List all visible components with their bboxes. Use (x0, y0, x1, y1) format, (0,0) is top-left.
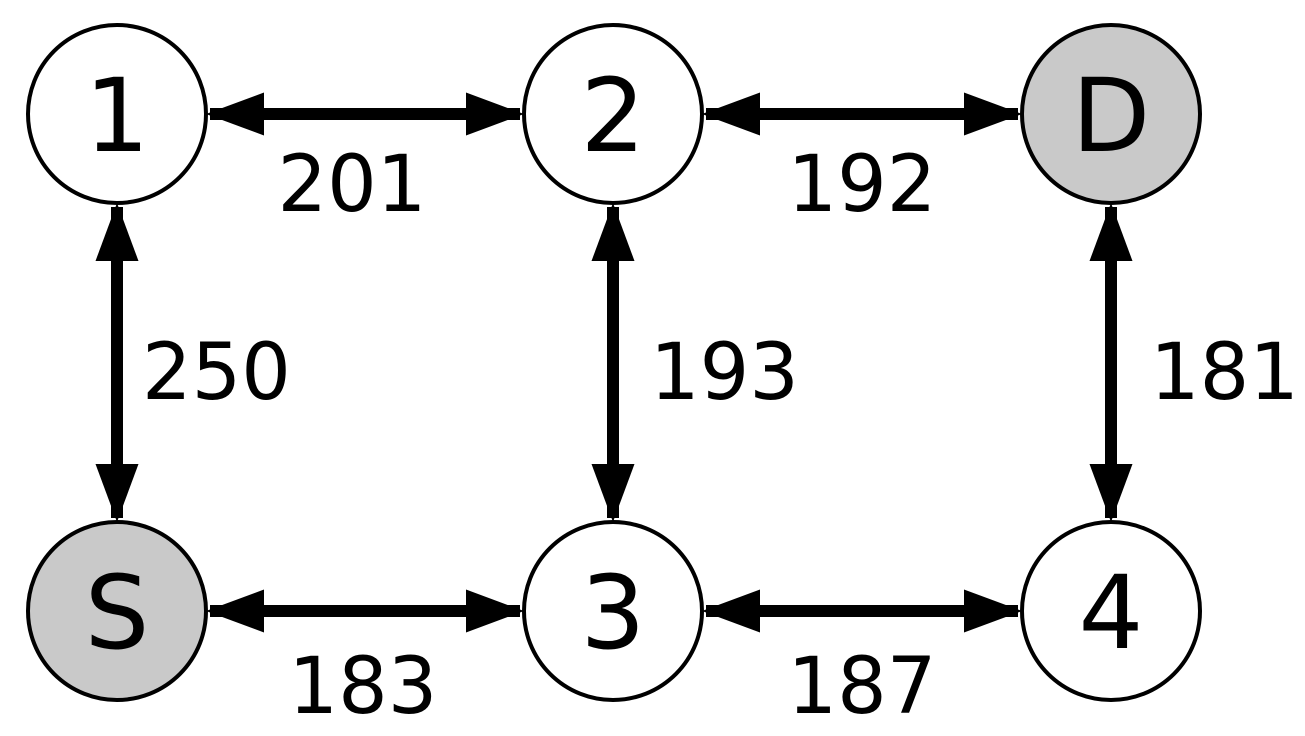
node-4-circle (1020, 520, 1202, 702)
node-1-circle (26, 23, 208, 205)
edge-S-3-weight: 183 (289, 642, 438, 732)
arrowhead-down-icon (591, 464, 635, 522)
node-3: 3 (522, 520, 704, 702)
edge-1-S: 250 (95, 203, 291, 522)
edge-2-D: 192 (702, 92, 1022, 230)
arrowhead-left-icon (206, 589, 264, 633)
edge-2-3: 193 (591, 203, 799, 522)
node-1: 1 (26, 23, 208, 205)
arrowhead-down-icon (95, 464, 139, 522)
edge-3-4: 187 (702, 589, 1022, 732)
node-4-label: 4 (1079, 554, 1144, 673)
node-S-circle (26, 520, 208, 702)
node-1-label: 1 (85, 57, 150, 176)
arrowhead-right-icon (466, 92, 524, 136)
node-4: 4 (1020, 520, 1202, 702)
node-2-label: 2 (581, 57, 646, 176)
node-S-label: S (85, 554, 150, 673)
arrowhead-right-icon (964, 589, 1022, 633)
node-3-label: 3 (581, 554, 646, 673)
edge-2-D-weight: 192 (788, 140, 937, 230)
arrowhead-up-icon (591, 203, 635, 261)
arrowhead-up-icon (95, 203, 139, 261)
arrowhead-left-icon (206, 92, 264, 136)
edge-D-4-weight: 181 (1150, 328, 1299, 418)
edge-2-3-weight: 193 (650, 328, 799, 418)
edge-1-2-weight: 201 (278, 140, 427, 230)
arrowhead-right-icon (466, 589, 524, 633)
node-S: S (26, 520, 208, 702)
edge-D-4: 181 (1089, 203, 1299, 522)
node-2-circle (522, 23, 704, 205)
edge-S-3: 183 (206, 589, 524, 732)
node-D-circle (1020, 23, 1202, 205)
arrowhead-up-icon (1089, 203, 1133, 261)
arrowhead-left-icon (702, 92, 760, 136)
arrowhead-down-icon (1089, 464, 1133, 522)
edge-1-2: 201 (206, 92, 524, 230)
arrowhead-left-icon (702, 589, 760, 633)
edge-1-S-weight: 250 (142, 328, 291, 418)
arrowhead-right-icon (964, 92, 1022, 136)
node-3-circle (522, 520, 704, 702)
node-D: D (1020, 23, 1202, 205)
edge-3-4-weight: 187 (788, 642, 937, 732)
node-2: 2 (522, 23, 704, 205)
node-D-label: D (1072, 57, 1151, 176)
